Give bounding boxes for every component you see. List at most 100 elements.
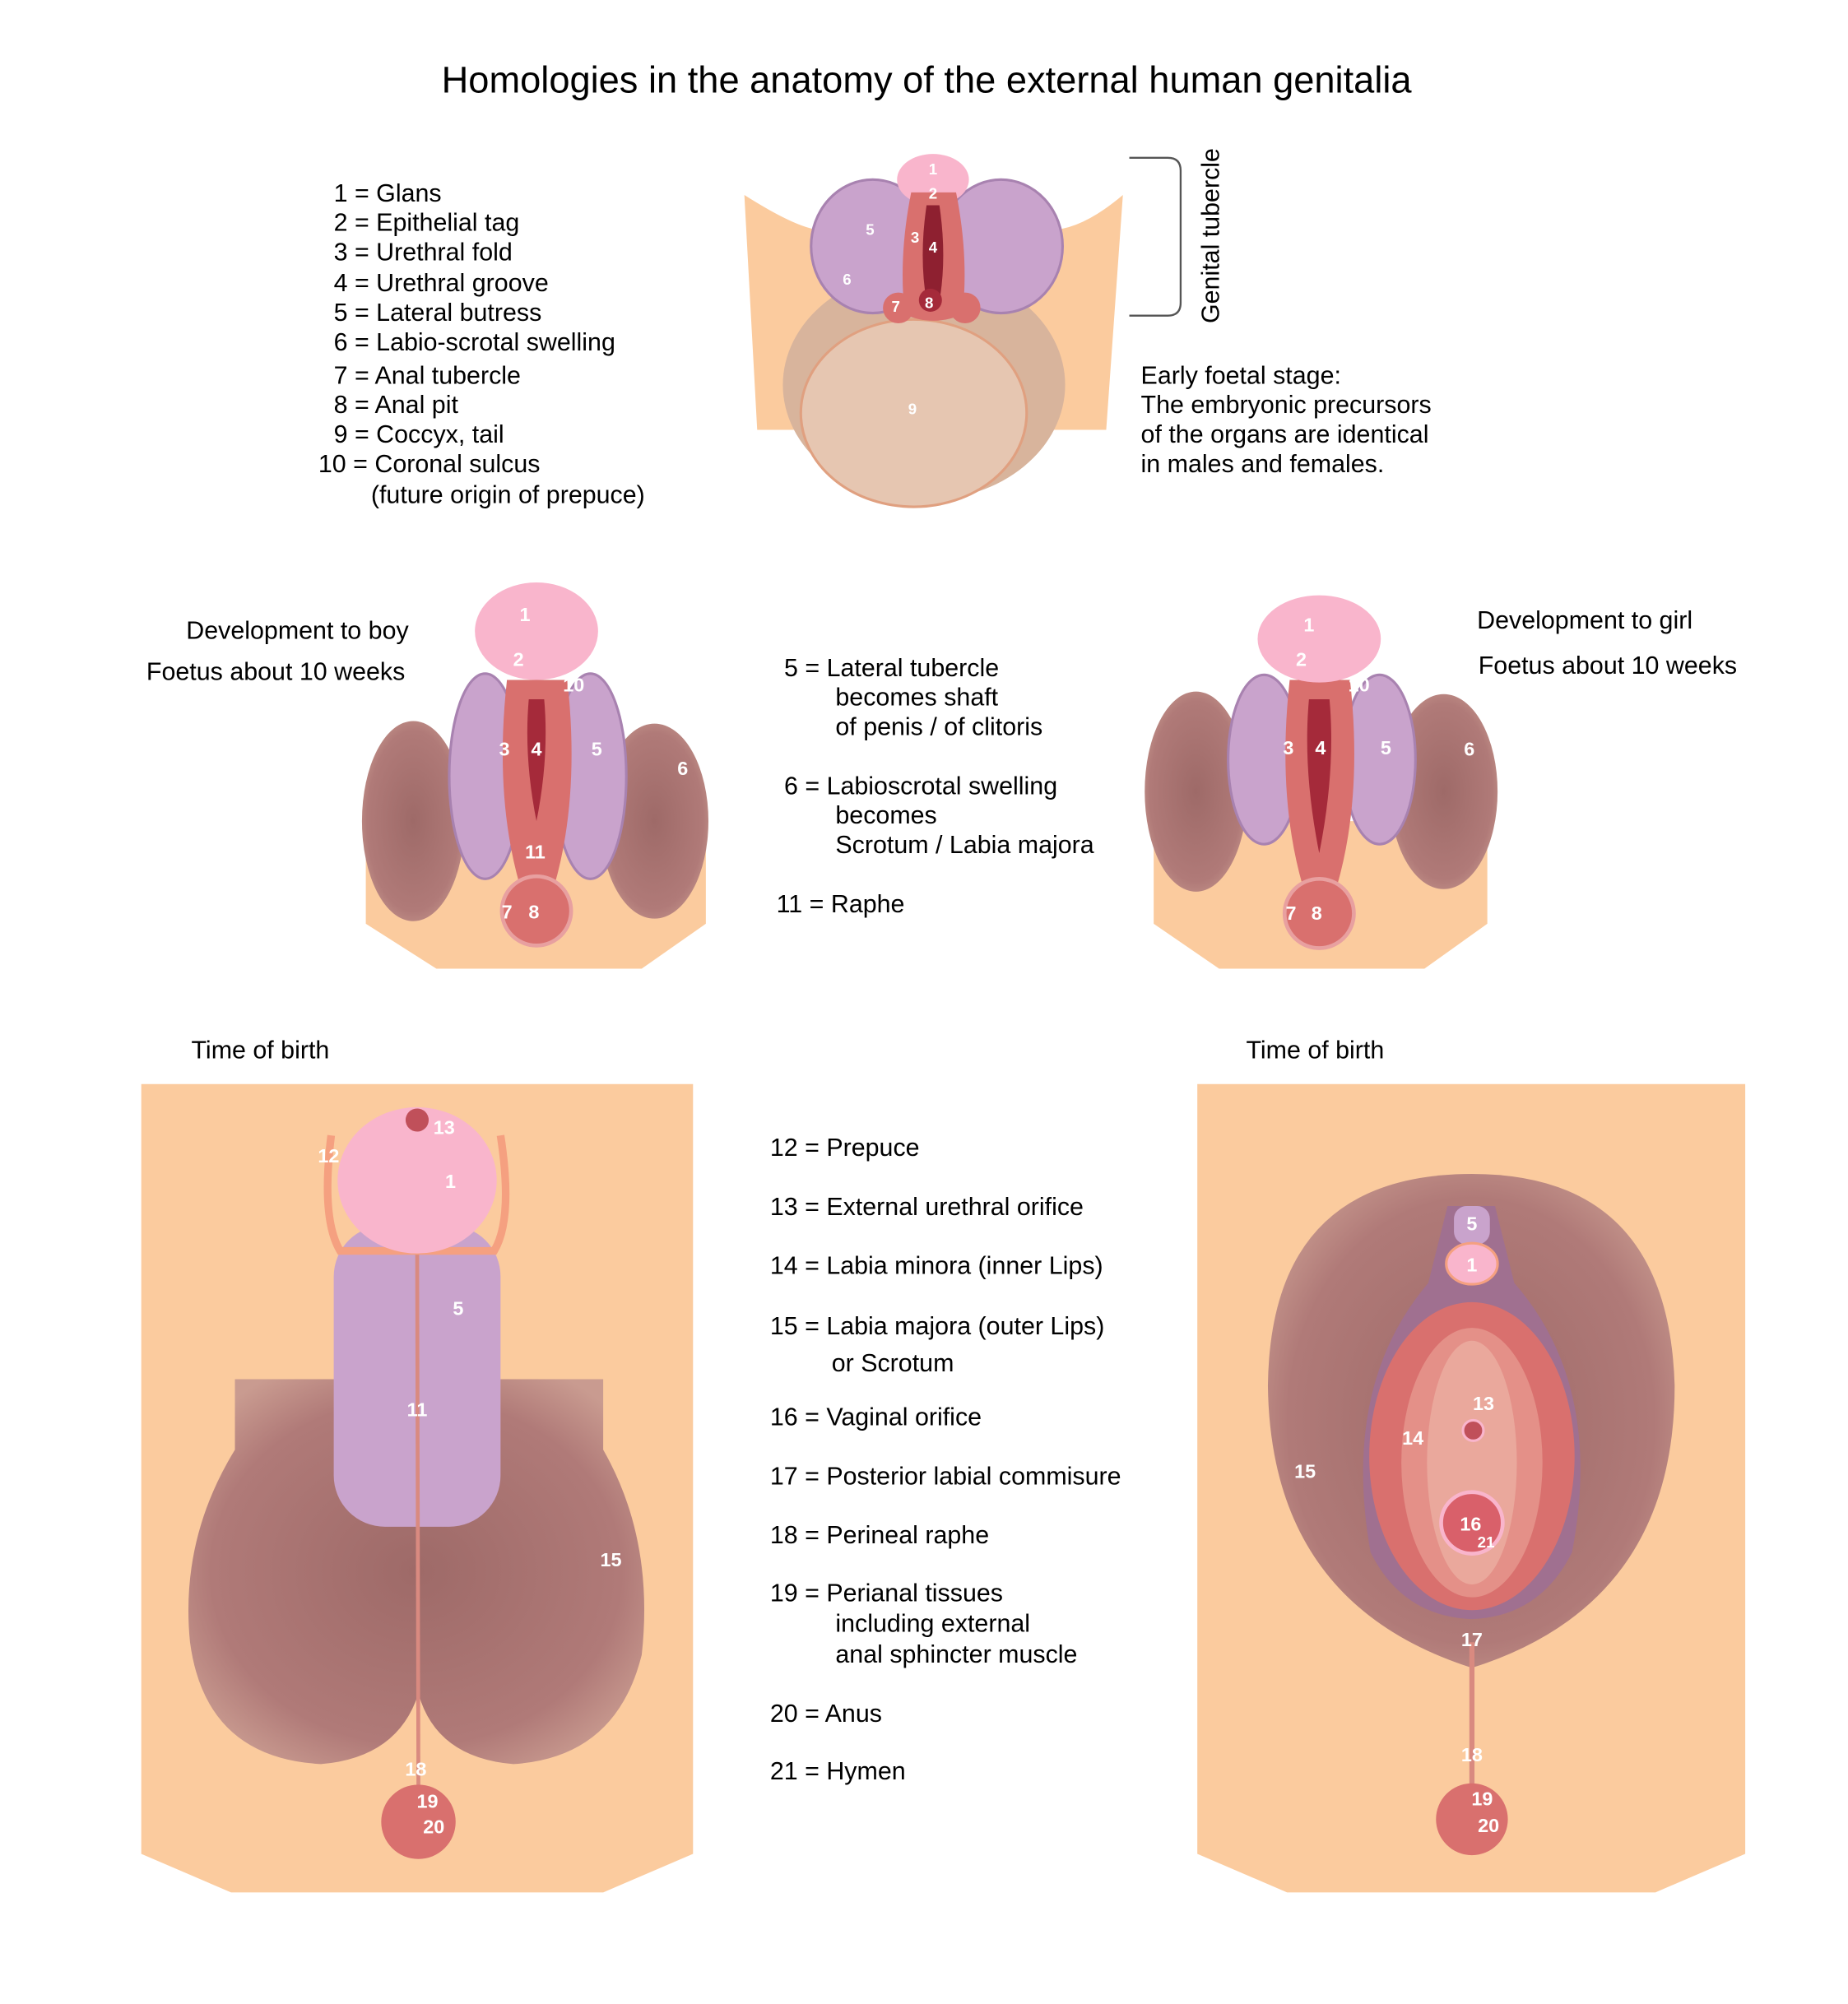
- svg-text:16: 16: [1460, 1514, 1481, 1535]
- svg-text:5 = Lateral butress: 5 = Lateral butress: [334, 299, 542, 327]
- svg-text:4: 4: [532, 739, 542, 760]
- svg-text:3: 3: [1283, 737, 1293, 758]
- svg-text:4 = Urethral groove: 4 = Urethral groove: [334, 269, 549, 297]
- svg-text:10 = Coronal sulcus: 10 = Coronal sulcus: [318, 450, 541, 478]
- svg-text:18: 18: [1461, 1744, 1483, 1765]
- svg-text:including external: including external: [835, 1610, 1030, 1638]
- svg-text:5: 5: [453, 1298, 463, 1320]
- svg-text:20 = Anus: 20 = Anus: [770, 1700, 882, 1728]
- svg-text:7: 7: [891, 298, 899, 315]
- svg-text:11: 11: [407, 1399, 428, 1421]
- middle-legend: 5 = Lateral tubercle becomes shaft of pe…: [777, 654, 1094, 918]
- svg-text:19: 19: [416, 1790, 438, 1811]
- girl-title: Development to girl: [1477, 606, 1692, 634]
- svg-text:1: 1: [929, 160, 937, 178]
- svg-text:7 = Anal tubercle: 7 = Anal tubercle: [334, 361, 521, 389]
- svg-text:becomes shaft: becomes shaft: [835, 684, 998, 712]
- svg-text:8 = Anal pit: 8 = Anal pit: [334, 391, 459, 419]
- svg-text:13: 13: [1473, 1393, 1494, 1414]
- birth-male-diagram: 13 12 1 5 11 15 18 19 20: [141, 1083, 694, 1893]
- page-title: Homologies in the anatomy of the externa…: [442, 58, 1413, 100]
- svg-text:9: 9: [908, 401, 917, 418]
- boy-age: Foetus about 10 weeks: [146, 658, 405, 686]
- svg-text:anal sphincter muscle: anal sphincter muscle: [835, 1640, 1077, 1668]
- svg-text:9 = Coccyx, tail: 9 = Coccyx, tail: [334, 420, 504, 448]
- svg-text:Scrotum / Labia majora: Scrotum / Labia majora: [835, 831, 1093, 859]
- svg-text:19: 19: [1471, 1788, 1493, 1809]
- svg-text:6 = Labio-scrotal swelling: 6 = Labio-scrotal swelling: [334, 328, 615, 356]
- svg-text:10: 10: [563, 675, 584, 696]
- svg-text:15 = Labia majora (outer Lips): 15 = Labia majora (outer Lips): [770, 1312, 1105, 1340]
- top-legend: 1 = Glans 2 = Epithelial tag 3 = Urethra…: [318, 179, 645, 508]
- svg-text:7: 7: [1286, 902, 1297, 924]
- genital-tubercle-label: Genital tubercle: [1197, 148, 1225, 323]
- svg-text:14: 14: [1402, 1427, 1423, 1449]
- early-foetal-diagram: 1 2 3 4 5 6 7 8 9: [744, 154, 1123, 508]
- svg-text:13: 13: [434, 1117, 455, 1139]
- svg-text:16 = Vaginal orifice: 16 = Vaginal orifice: [770, 1403, 982, 1431]
- svg-text:21 = Hymen: 21 = Hymen: [770, 1757, 906, 1785]
- svg-text:5: 5: [1381, 737, 1391, 758]
- svg-text:18 = Perineal raphe: 18 = Perineal raphe: [770, 1521, 989, 1549]
- svg-text:20: 20: [1478, 1815, 1499, 1836]
- svg-text:becomes: becomes: [835, 801, 936, 829]
- svg-text:6: 6: [677, 758, 688, 779]
- svg-text:6: 6: [1464, 739, 1474, 760]
- svg-text:4: 4: [1315, 737, 1326, 758]
- svg-text:15: 15: [1294, 1461, 1316, 1482]
- svg-text:4: 4: [929, 239, 938, 256]
- svg-text:13 = External urethral orifice: 13 = External urethral orifice: [770, 1193, 1084, 1221]
- girl-foetus-diagram: 1 2 10 3 4 5 6 7 8: [1145, 595, 1498, 969]
- svg-text:15: 15: [600, 1549, 621, 1570]
- svg-text:or Scrotum: or Scrotum: [832, 1349, 954, 1377]
- svg-text:8: 8: [925, 294, 933, 311]
- birth-label-male: Time of birth: [192, 1037, 330, 1065]
- svg-text:3 = Urethral fold: 3 = Urethral fold: [334, 239, 513, 267]
- svg-text:7: 7: [502, 902, 513, 923]
- svg-text:5: 5: [592, 739, 602, 760]
- svg-text:1 = Glans: 1 = Glans: [334, 179, 442, 207]
- birth-female-diagram: 5 1 13 14 15 16 21 17 18 19 20: [1197, 1083, 1746, 1893]
- svg-text:5: 5: [1466, 1213, 1477, 1235]
- svg-text:11 = Raphe: 11 = Raphe: [777, 890, 905, 918]
- svg-text:(future origin of prepuce): (future origin of prepuce): [371, 480, 645, 508]
- svg-text:18: 18: [405, 1758, 426, 1779]
- boy-foetus-diagram: 1 2 10 3 4 5 6 11 7 8: [361, 582, 708, 969]
- svg-text:10: 10: [1349, 675, 1370, 696]
- girl-age: Foetus about 10 weeks: [1479, 652, 1737, 680]
- svg-text:17 = Posterior labial commisur: 17 = Posterior labial commisure: [770, 1462, 1121, 1490]
- svg-text:2: 2: [929, 185, 937, 202]
- bottom-legend: 12 = Prepuce 13 = External urethral orif…: [770, 1134, 1121, 1785]
- svg-text:1: 1: [445, 1171, 456, 1192]
- svg-text:3: 3: [911, 229, 919, 246]
- svg-text:2: 2: [1296, 648, 1307, 670]
- genital-tubercle-bracket: [1129, 156, 1182, 317]
- svg-text:20: 20: [423, 1816, 444, 1838]
- svg-text:1: 1: [1466, 1255, 1477, 1276]
- svg-text:17: 17: [1461, 1629, 1483, 1650]
- svg-text:14 = Labia minora (inner Lips): 14 = Labia minora (inner Lips): [770, 1252, 1103, 1280]
- svg-text:of penis / of clitoris: of penis / of clitoris: [835, 713, 1042, 741]
- svg-text:21: 21: [1478, 1533, 1495, 1551]
- svg-text:Early foetal stage:: Early foetal stage:: [1141, 361, 1341, 389]
- svg-text:8: 8: [528, 902, 539, 923]
- svg-text:6 = Labioscrotal swelling: 6 = Labioscrotal swelling: [784, 772, 1057, 800]
- svg-text:2 = Epithelial tag: 2 = Epithelial tag: [334, 209, 520, 237]
- svg-text:5: 5: [866, 220, 874, 238]
- svg-text:11: 11: [525, 841, 546, 862]
- svg-text:of the organs are identical: of the organs are identical: [1141, 420, 1429, 448]
- svg-text:in males and females.: in males and females.: [1141, 450, 1385, 478]
- svg-text:5 = Lateral tubercle: 5 = Lateral tubercle: [784, 654, 999, 682]
- svg-text:2: 2: [513, 648, 524, 670]
- svg-text:3: 3: [499, 739, 510, 760]
- boy-title: Development to boy: [186, 617, 409, 645]
- svg-text:8: 8: [1312, 902, 1322, 924]
- svg-text:1: 1: [519, 604, 530, 625]
- svg-text:12 = Prepuce: 12 = Prepuce: [770, 1134, 920, 1162]
- svg-text:12: 12: [318, 1145, 339, 1167]
- birth-label-female: Time of birth: [1246, 1037, 1384, 1065]
- svg-text:The embryonic precursors: The embryonic precursors: [1141, 391, 1432, 419]
- early-stage-note: Early foetal stage: The embryonic precur…: [1141, 361, 1432, 478]
- svg-text:1: 1: [1303, 614, 1314, 635]
